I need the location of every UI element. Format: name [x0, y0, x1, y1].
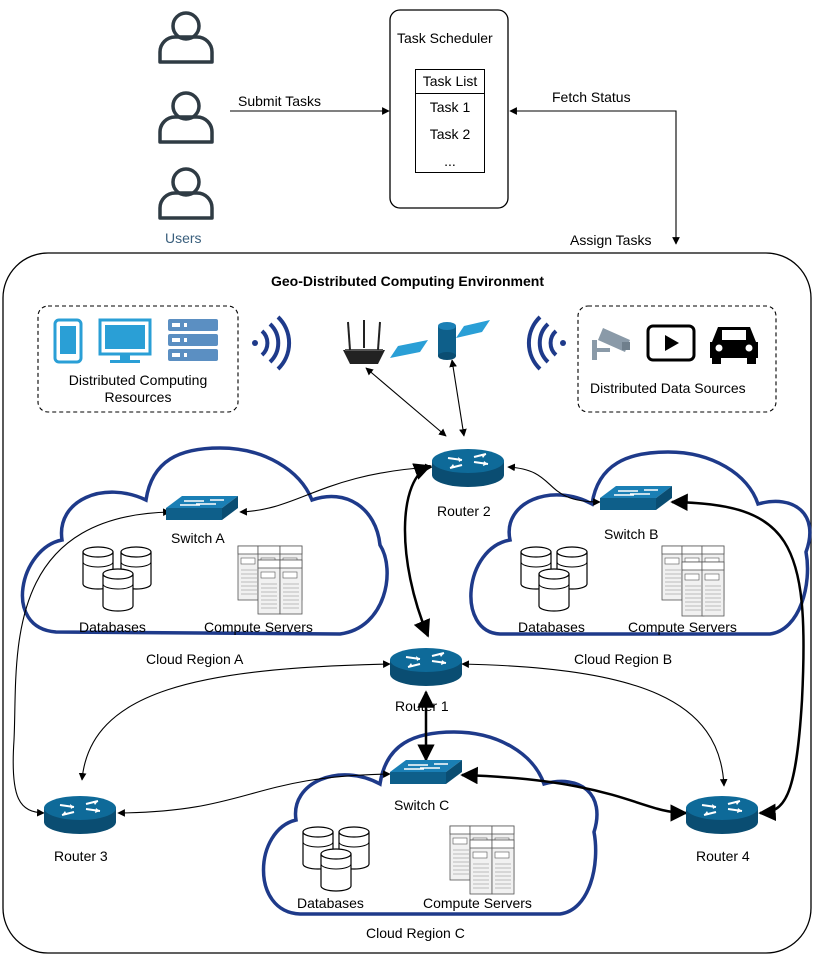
- databases-icon: [82, 546, 152, 612]
- users-label: Users: [165, 230, 202, 246]
- router2-router1-link: [403, 463, 432, 638]
- compute-servers-icon: [237, 545, 303, 615]
- router-2-icon: [431, 448, 505, 488]
- task-item: Task 2: [429, 126, 471, 142]
- car-icon: [710, 327, 758, 364]
- router-3-icon: [43, 795, 117, 835]
- environment-container: [2, 252, 812, 954]
- task-item: Task 1: [429, 99, 471, 115]
- user-icon: [158, 167, 214, 220]
- server-rack-icon: [168, 319, 218, 361]
- ap-router2-link: [365, 367, 447, 437]
- switch-c-icon: [389, 759, 463, 785]
- computing-resources-group: [37, 305, 239, 413]
- fetch-assign-arrow: [509, 107, 680, 245]
- cloud-region-b: [469, 450, 812, 636]
- compute-servers-icon: [661, 545, 725, 617]
- router3-switchC-link: [117, 770, 391, 817]
- compute-servers-icon: [449, 825, 515, 895]
- switchA-router2-link: [239, 463, 433, 516]
- task-scheduler-title: Task Scheduler: [397, 30, 493, 46]
- desktop-monitor-icon: [98, 318, 152, 363]
- router2-switchB-link: [507, 463, 601, 506]
- task-item: ...: [444, 153, 456, 169]
- router-1-icon: [389, 647, 463, 687]
- router-4-icon: [685, 795, 759, 835]
- switchC-router4-link: [460, 766, 688, 822]
- region-a-servers-label: Compute Servers: [204, 619, 313, 635]
- computing-resources-label: Distributed Computing Resources: [68, 372, 208, 405]
- assign-tasks-label: Assign Tasks: [570, 232, 652, 248]
- switchA-router3-link: [12, 508, 171, 817]
- router-4-label: Router 4: [696, 848, 750, 864]
- satellite-link-icon: [390, 320, 490, 360]
- user-icon: [158, 11, 214, 64]
- switchB-router4-link: [670, 493, 805, 822]
- user-icon: [158, 91, 214, 144]
- fetch-status-label: Fetch Status: [552, 89, 631, 105]
- switch-b-label: Switch B: [604, 526, 659, 542]
- data-sources-label: Distributed Data Sources: [590, 380, 746, 396]
- video-play-icon: [646, 324, 696, 362]
- satellite-router2-link: [449, 359, 467, 437]
- router-2-label: Router 2: [437, 503, 491, 519]
- region-a-label: Cloud Region A: [146, 651, 244, 667]
- region-c-servers-label: Compute Servers: [423, 895, 532, 911]
- region-b-label: Cloud Region B: [574, 651, 673, 667]
- switch-a-icon: [165, 495, 239, 521]
- region-b-databases-label: Databases: [518, 619, 585, 635]
- switch-b-icon: [599, 485, 673, 511]
- submit-tasks-label: Submit Tasks: [238, 93, 321, 109]
- router-3-label: Router 3: [54, 848, 108, 864]
- databases-icon: [302, 826, 370, 892]
- databases-icon: [520, 546, 588, 612]
- region-c-databases-label: Databases: [297, 895, 364, 911]
- wireless-signal-icon: [252, 315, 292, 371]
- router-1-label: Router 1: [395, 698, 449, 714]
- router1-router4-link: [461, 660, 728, 787]
- security-camera-icon: [592, 328, 630, 360]
- task-list-header: Task List: [416, 70, 484, 94]
- region-b-servers-label: Compute Servers: [628, 619, 737, 635]
- switch-c-label: Switch C: [394, 797, 450, 813]
- task-list: Task List Task 1 Task 2 ...: [415, 69, 485, 173]
- mobile-phone-icon: [53, 318, 83, 364]
- cloud-region-c: [261, 730, 599, 916]
- region-c-label: Cloud Region C: [366, 925, 465, 941]
- switch-a-label: Switch A: [171, 530, 225, 546]
- wireless-signal-icon: [526, 315, 566, 371]
- environment-title: Geo-Distributed Computing Environment: [271, 273, 544, 289]
- wireless-access-point-icon: [343, 320, 385, 364]
- region-a-databases-label: Databases: [79, 619, 146, 635]
- router1-router3-link: [78, 660, 391, 781]
